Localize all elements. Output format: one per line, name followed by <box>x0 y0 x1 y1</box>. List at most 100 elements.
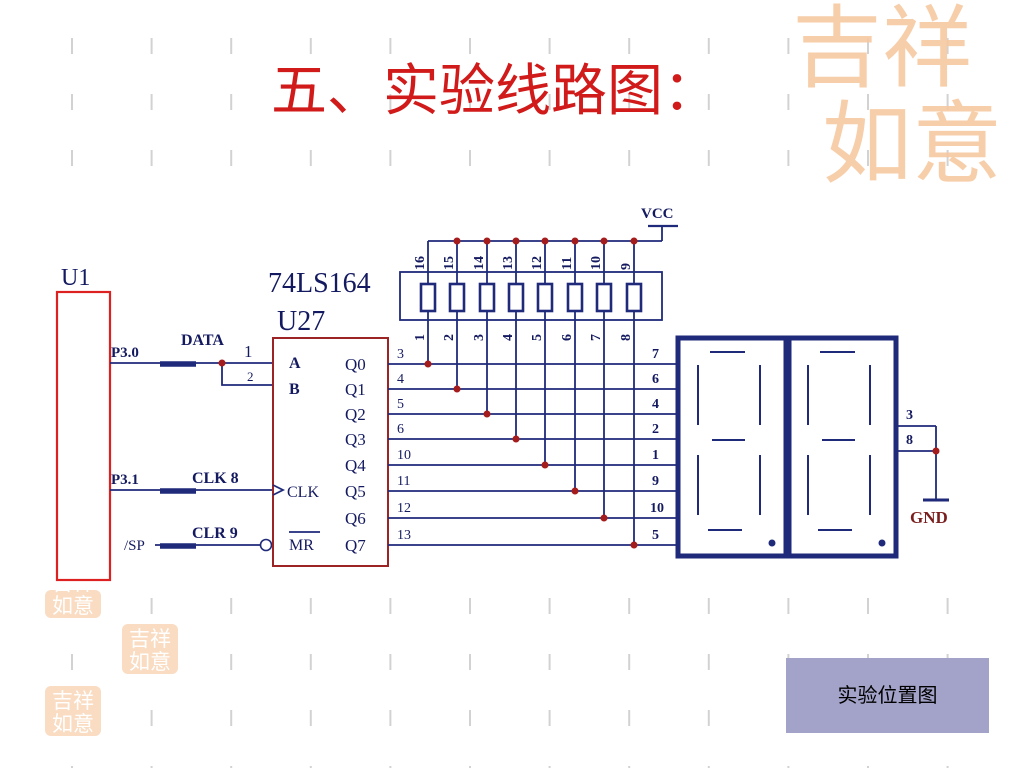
q2-pin-number: 5 <box>397 397 404 412</box>
resistor-2 <box>448 282 466 313</box>
clock-input-arrow <box>272 484 286 496</box>
decorative-stamp-3: 吉祥如意 <box>45 686 101 736</box>
q0-label: Q0 <box>345 355 366 374</box>
q1-pin-number: 4 <box>397 372 404 387</box>
mcu-body <box>55 290 112 582</box>
resistor-3 <box>478 282 496 313</box>
q5-pin-number: 11 <box>397 474 410 489</box>
display-pin-8: 5 <box>652 528 659 543</box>
rn-top-pin-8: 9 <box>619 263 634 270</box>
display-pin-4: 2 <box>652 422 659 437</box>
clear-inverter-bubble <box>259 538 273 552</box>
clk-net: CLK 8 <box>110 470 273 494</box>
q3-pin-number: 6 <box>397 422 404 437</box>
rn-bottom-pin-4: 4 <box>501 334 516 341</box>
display-pin-2: 6 <box>652 372 659 387</box>
q6-junction-dot <box>600 514 608 522</box>
pin-b-label: B <box>289 381 300 398</box>
q3-label: Q3 <box>345 430 366 449</box>
pin-b-number: 2 <box>247 369 254 384</box>
clr-net-label: CLR 9 <box>192 525 238 542</box>
display-pin-1: 7 <box>652 347 659 362</box>
resistor-1 <box>419 282 437 313</box>
vcc-rail-dot-4 <box>512 237 520 245</box>
common-pin-8-label: 8 <box>906 433 913 448</box>
q7-pin-number: 13 <box>397 528 411 543</box>
vcc-label: VCC <box>641 206 674 222</box>
rn-bottom-pin-3: 3 <box>472 334 487 341</box>
q6-label: Q6 <box>345 509 366 528</box>
rn-top-pin-6: 11 <box>560 257 575 270</box>
b-input-wire <box>221 363 273 386</box>
resistor-8 <box>625 282 643 313</box>
data-net: DATA <box>110 332 273 386</box>
output-bus <box>388 363 678 546</box>
stamp-2-text: 吉祥如意 <box>129 627 171 674</box>
q2-label: Q2 <box>345 405 366 424</box>
slide-title: 五、实验线路图： <box>271 59 719 124</box>
vcc-rail-dot-5 <box>541 237 549 245</box>
seven-segment-display: 7 6 4 2 1 9 10 5 <box>650 335 899 559</box>
q0-junction-dot <box>424 360 432 368</box>
rn-bottom-pin-2: 2 <box>442 334 457 341</box>
q1-junction-dot <box>453 385 461 393</box>
resistor-6 <box>566 282 584 313</box>
display-digit-right <box>786 335 899 559</box>
q5-junction-dot <box>571 487 579 495</box>
q4-junction-dot <box>541 461 549 469</box>
left-decimal-point <box>768 539 776 547</box>
q6-pin-number: 12 <box>397 501 411 516</box>
experiment-location-button[interactable]: 实验位置图 <box>786 658 989 733</box>
clk-net-label: CLK 8 <box>192 470 239 487</box>
q2-junction-dot <box>483 410 491 418</box>
sp-signal-label: /SP <box>124 538 145 554</box>
vcc-rail-dot-8 <box>630 237 638 245</box>
rn-bottom-pin-5: 5 <box>530 334 545 341</box>
clear-pin-label: MR <box>289 537 314 554</box>
watermark-calligraphy-bottom: 如意 <box>822 92 1002 197</box>
shift-register-part-label: 74LS164 <box>268 268 371 299</box>
shift-register-ref-label: U27 <box>277 306 325 337</box>
display-digit-left <box>675 335 789 559</box>
q0-pin-number: 3 <box>397 347 404 362</box>
clock-pin-label: CLK <box>287 484 319 501</box>
mcu-u1: U1 P3.0 P3.1 /SP <box>55 265 145 582</box>
q5-label: Q5 <box>345 482 366 501</box>
mcu-pin-p30-label: P3.0 <box>111 345 139 361</box>
resistor-7 <box>595 282 613 313</box>
decorative-stamp-2: 吉祥如意 <box>122 624 178 674</box>
clr-net: CLR 9 <box>155 525 273 552</box>
stamp-3-text: 吉祥如意 <box>52 689 94 736</box>
right-decimal-point <box>878 539 886 547</box>
rn-top-pin-7: 10 <box>589 256 604 270</box>
display-pin-7: 10 <box>650 501 664 516</box>
watermark-calligraphy-top: 吉祥 <box>792 0 972 101</box>
rn-top-pin-3: 14 <box>472 256 487 270</box>
rn-bottom-pin-7: 7 <box>589 334 604 341</box>
display-pin-3: 4 <box>652 397 659 412</box>
rn-bottom-pin-6: 6 <box>560 334 575 341</box>
decorative-stamp-1: 吉祥如意 <box>45 590 101 618</box>
resistor-4 <box>507 282 525 313</box>
vcc-rail-dot-6 <box>571 237 579 245</box>
pin-a-number: 1 <box>244 342 253 361</box>
data-junction-dot <box>218 359 226 367</box>
display-pin-5: 1 <box>652 448 659 463</box>
q1-label: Q1 <box>345 380 366 399</box>
vcc-rail-dot-3 <box>483 237 491 245</box>
rn-top-pin-4: 13 <box>501 256 516 270</box>
rn-top-pin-5: 12 <box>530 256 545 270</box>
q4-label: Q4 <box>345 456 366 475</box>
display-pin-6: 9 <box>652 474 659 489</box>
resistor-5 <box>536 282 554 313</box>
mcu-pin-p31-label: P3.1 <box>111 472 139 488</box>
pin-a-label: A <box>289 355 301 372</box>
q7-label: Q7 <box>345 536 366 555</box>
rn-top-pin-2: 15 <box>442 256 457 270</box>
resistor-network: 16 15 14 13 12 11 10 9 1 2 3 4 5 6 7 8 <box>399 237 663 549</box>
gnd-label: GND <box>910 508 948 527</box>
resistor-network-body <box>399 271 663 321</box>
rn-bottom-pin-8: 8 <box>619 334 634 341</box>
q7-junction-dot <box>630 541 638 549</box>
